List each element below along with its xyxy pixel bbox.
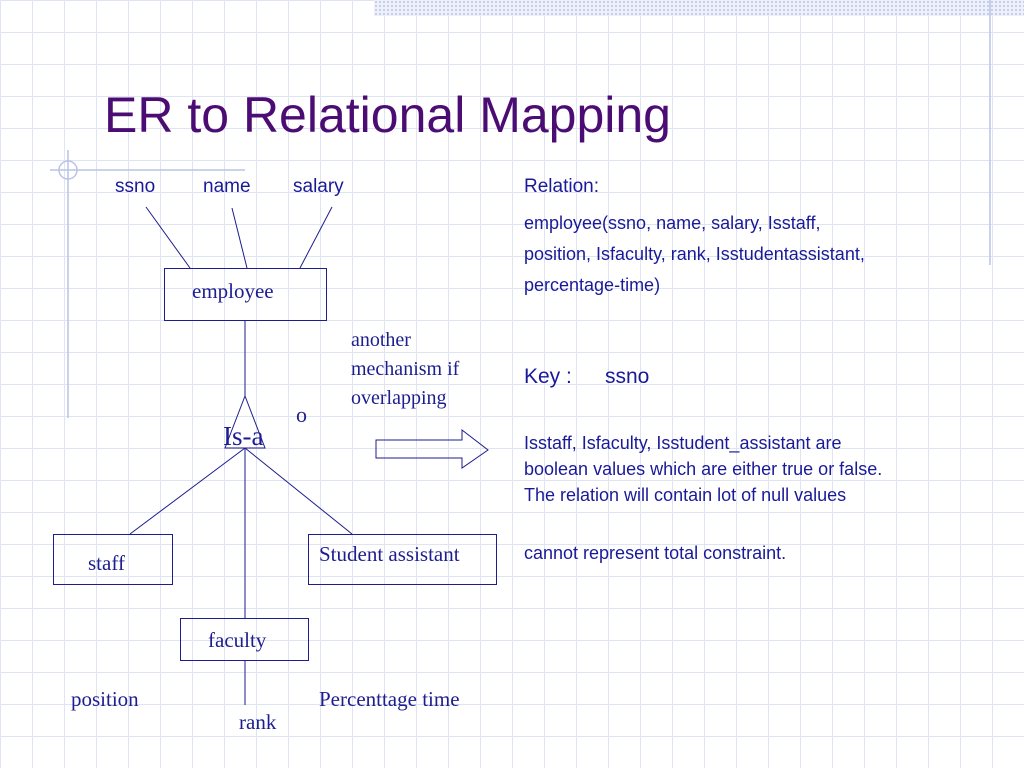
boolean-note-line: Isstaff, Isfaculty, Isstudent_assistant … — [524, 433, 842, 453]
overlap-marker: o — [296, 402, 307, 427]
relation-schema-line: position, Isfaculty, rank, Isstudentassi… — [524, 244, 865, 264]
entity-staff: staff — [53, 534, 173, 585]
top-pattern-band — [374, 0, 1024, 16]
isa-label: Is-a — [223, 421, 264, 451]
attribute-salary: salary — [293, 176, 344, 197]
overlap-note-line: another — [351, 329, 411, 351]
relation-heading: Relation: — [524, 176, 599, 197]
boolean-note-line: boolean values which are either true or … — [524, 459, 883, 479]
attribute-name: name — [203, 176, 251, 197]
overlap-note: another mechanism if overlapping — [351, 326, 459, 413]
key-label: Key : — [524, 365, 572, 388]
key-value: ssno — [605, 365, 650, 388]
entity-staff-label: staff — [88, 551, 125, 575]
isa-staff-connector — [129, 447, 246, 535]
attribute-rank: rank — [239, 710, 277, 734]
ssno-connector — [145, 206, 191, 269]
entity-faculty: faculty — [180, 618, 309, 661]
slide-title: ER to Relational Mapping — [104, 87, 671, 143]
isa-student-connector — [244, 447, 353, 535]
relation-schema-line: employee(ssno, name, salary, Isstaff, — [524, 213, 821, 233]
name-connector — [231, 207, 248, 269]
overlap-note-line: mechanism if — [351, 358, 460, 380]
constraint-note: cannot represent total constraint. — [524, 543, 787, 563]
entity-student-assistant: Student assistant — [308, 534, 497, 585]
attribute-percentage-time: Percenttage time — [319, 687, 460, 711]
attribute-position: position — [71, 687, 139, 711]
mapping-arrow-icon — [375, 428, 489, 469]
attribute-ssno: ssno — [115, 176, 156, 197]
entity-employee-label: employee — [192, 279, 274, 303]
salary-connector — [299, 206, 333, 269]
relation-schema: employee(ssno, name, salary, Isstaff, po… — [524, 208, 865, 301]
entity-student-assistant-label: Student assistant — [319, 542, 460, 566]
relation-schema-line: percentage-time) — [524, 275, 661, 295]
entity-employee: employee — [164, 268, 327, 321]
entity-faculty-label: faculty — [208, 628, 267, 652]
decor-crosshair-left — [50, 150, 245, 418]
boolean-note-line: The relation will contain lot of null va… — [524, 485, 847, 505]
boolean-note: Isstaff, Isfaculty, Isstudent_assistant … — [524, 430, 882, 508]
overlap-note-line: overlapping — [351, 387, 447, 409]
